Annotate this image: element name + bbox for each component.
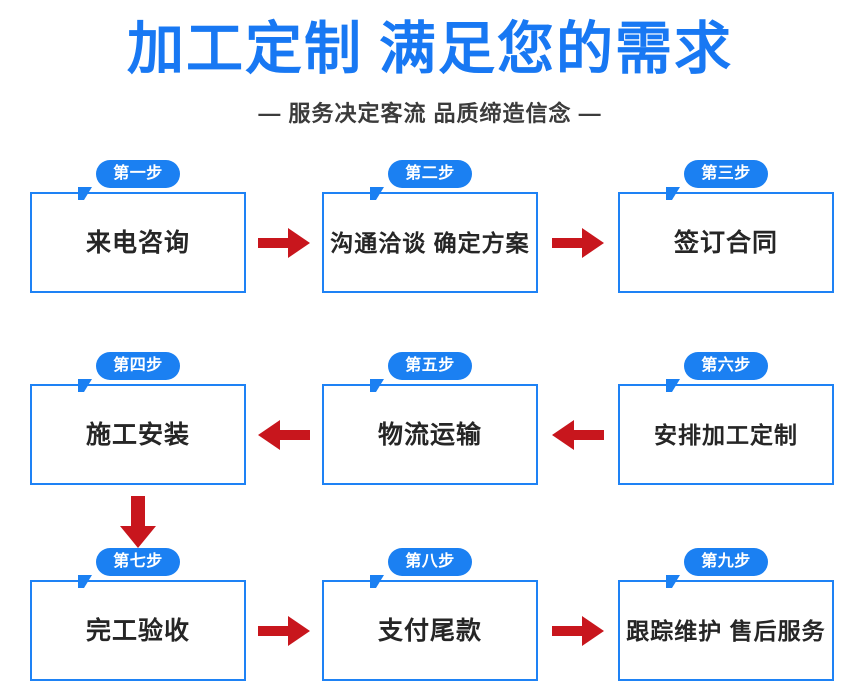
step-badge-label: 第六步 (701, 357, 751, 374)
flow-step-8[interactable]: 第八步 支付尾款 (322, 548, 538, 683)
step-badge-5: 第五步 (388, 352, 472, 380)
step-box-4[interactable]: 施工安装 (30, 384, 246, 485)
step-box-3[interactable]: 签订合同 (618, 192, 834, 293)
arrow-right-icon (256, 223, 312, 263)
badge-tail-icon (370, 379, 384, 392)
header: 加工定制满足您的需求 — 服务决定客流 品质缔造信念 — (0, 0, 860, 128)
page-title-part-1: 加工定制 (127, 17, 363, 81)
badge-tail-icon (78, 187, 92, 200)
step-badge-label: 第九步 (701, 553, 751, 570)
step-label-6: 安排加工定制 (654, 421, 798, 448)
step-box-9[interactable]: 跟踪维护 售后服务 (618, 580, 834, 681)
flow-step-2[interactable]: 第二步 沟通洽谈 确定方案 (322, 160, 538, 295)
flow-row-1: 第一步 来电咨询 第二步 沟通洽谈 确定方案 (0, 160, 860, 295)
badge-tail-icon (78, 379, 92, 392)
step-label-4: 施工安装 (85, 420, 190, 449)
arrow-left-icon (550, 415, 606, 455)
step-label-9: 跟踪维护 售后服务 (626, 617, 826, 644)
step-badge-label: 第七步 (113, 553, 163, 570)
step-badge-1: 第一步 (96, 160, 180, 188)
arrow-down-icon (116, 494, 160, 550)
badge-tail-icon (370, 187, 384, 200)
flow-step-4[interactable]: 第四步 施工安装 (30, 352, 246, 487)
step-badge-label: 第二步 (405, 165, 455, 182)
badge-tail-icon (78, 575, 92, 588)
step-badge-4: 第四步 (96, 352, 180, 380)
step-label-3: 签订合同 (673, 228, 778, 257)
flow-step-7[interactable]: 第七步 完工验收 (30, 548, 246, 683)
step-label-1: 来电咨询 (85, 228, 190, 257)
step-badge-6: 第六步 (684, 352, 768, 380)
arrow-right-icon (550, 223, 606, 263)
arrow-left-icon (256, 415, 312, 455)
page-title-part-2: 满足您的需求 (379, 17, 733, 81)
step-badge-label: 第三步 (701, 165, 751, 182)
step-badge-label: 第八步 (405, 553, 455, 570)
step-badge-label: 第五步 (405, 357, 455, 374)
step-label-5: 物流运输 (377, 420, 482, 449)
page-subtitle: — 服务决定客流 品质缔造信念 — (258, 101, 602, 126)
step-label-2: 沟通洽谈 确定方案 (330, 229, 530, 256)
step-badge-3: 第三步 (684, 160, 768, 188)
step-label-7: 完工验收 (85, 616, 190, 645)
arrow-right-icon (256, 611, 312, 651)
arrow-right-icon (550, 611, 606, 651)
flow-step-3[interactable]: 第三步 签订合同 (618, 160, 834, 295)
step-badge-label: 第四步 (113, 357, 163, 374)
flow-step-5[interactable]: 第五步 物流运输 (322, 352, 538, 487)
step-badge-7: 第七步 (96, 548, 180, 576)
step-badge-9: 第九步 (684, 548, 768, 576)
step-box-5[interactable]: 物流运输 (322, 384, 538, 485)
flow-row-3: 第七步 完工验收 第八步 支付尾款 (0, 548, 860, 683)
flow-row-2: 第四步 施工安装 第五步 物流运输 (0, 352, 860, 548)
flow-step-9[interactable]: 第九步 跟踪维护 售后服务 (618, 548, 834, 683)
step-box-8[interactable]: 支付尾款 (322, 580, 538, 681)
step-badge-label: 第一步 (113, 165, 163, 182)
step-box-2[interactable]: 沟通洽谈 确定方案 (322, 192, 538, 293)
badge-tail-icon (666, 575, 680, 588)
step-label-8: 支付尾款 (377, 616, 482, 645)
step-box-6[interactable]: 安排加工定制 (618, 384, 834, 485)
badge-tail-icon (666, 379, 680, 392)
step-box-1[interactable]: 来电咨询 (30, 192, 246, 293)
process-flow: 第一步 来电咨询 第二步 沟通洽谈 确定方案 (0, 155, 860, 700)
flow-step-1[interactable]: 第一步 来电咨询 (30, 160, 246, 295)
flow-step-6[interactable]: 第六步 安排加工定制 (618, 352, 834, 487)
step-badge-2: 第二步 (388, 160, 472, 188)
step-badge-8: 第八步 (388, 548, 472, 576)
badge-tail-icon (370, 575, 384, 588)
step-box-7[interactable]: 完工验收 (30, 580, 246, 681)
page-title: 加工定制满足您的需求 (0, 0, 860, 84)
badge-tail-icon (666, 187, 680, 200)
